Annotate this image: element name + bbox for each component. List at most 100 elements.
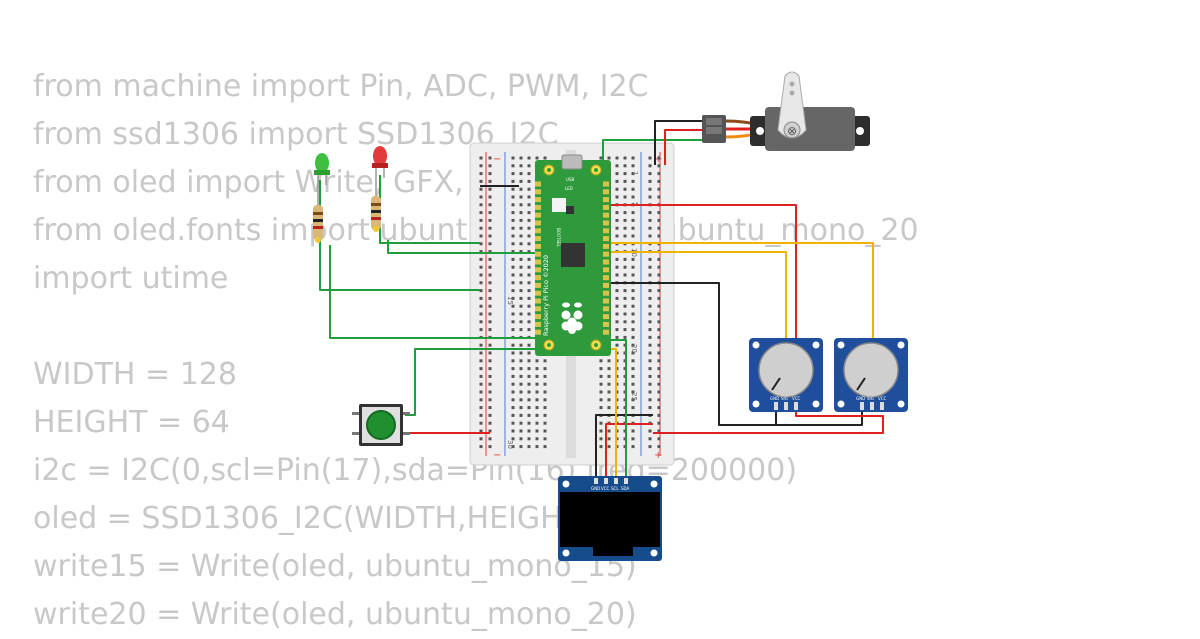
breadboard-hole	[511, 226, 515, 230]
row-label-20: 20	[630, 344, 638, 353]
breadboard-hole	[657, 304, 661, 308]
breadboard-hole	[519, 172, 523, 176]
breadboard-hole	[511, 351, 515, 355]
breadboard-hole	[479, 320, 483, 324]
breadboard-hole	[648, 164, 652, 168]
breadboard-hole	[631, 156, 635, 160]
breadboard-hole	[657, 374, 661, 378]
breadboard-hole	[511, 289, 515, 293]
breadboard-hole	[648, 429, 652, 433]
breadboard-hole	[615, 328, 619, 332]
breadboard-hole	[511, 320, 515, 324]
breadboard-hole	[535, 374, 539, 378]
breadboard-hole	[535, 445, 539, 449]
pot1-pin-sig: SIG	[781, 396, 788, 401]
breadboard-hole	[623, 320, 627, 324]
breadboard-hole	[631, 328, 635, 332]
breadboard-hole	[511, 273, 515, 277]
pico-pin	[603, 243, 609, 249]
breadboard-hole	[623, 156, 627, 160]
breadboard-hole	[519, 179, 523, 183]
breadboard-hole	[631, 195, 635, 199]
breadboard-hole	[488, 437, 492, 441]
potentiometer-1[interactable]: GND SIG VCC	[749, 338, 823, 412]
breadboard-hole	[657, 359, 661, 363]
breadboard-hole	[657, 421, 661, 425]
breadboard-hole	[543, 406, 547, 410]
breadboard-hole	[631, 304, 635, 308]
breadboard-hole	[631, 351, 635, 355]
breadboard-hole	[479, 281, 483, 285]
breadboard-hole	[479, 211, 483, 215]
breadboard-hole	[648, 226, 652, 230]
breadboard-hole	[479, 242, 483, 246]
breadboard-hole	[607, 429, 611, 433]
potentiometer-2[interactable]: GND SIG VCC	[834, 338, 908, 412]
breadboard-hole	[527, 320, 531, 324]
oled-pin-gnd: GND	[591, 486, 600, 491]
green-led	[314, 153, 330, 205]
breadboard-hole	[527, 390, 531, 394]
breadboard-hole	[615, 312, 619, 316]
breadboard-hole	[615, 257, 619, 261]
breadboard-hole	[511, 312, 515, 316]
wire-pot-gnd	[605, 282, 776, 426]
pot1-pin-vcc: VCC	[792, 396, 801, 401]
breadboard-hole	[527, 374, 531, 378]
breadboard-hole	[519, 320, 523, 324]
pico-pin	[603, 298, 609, 304]
pot2-pin-sig: SIG	[867, 396, 874, 401]
pico-pin	[535, 314, 541, 320]
breadboard-hole	[519, 304, 523, 308]
breadboard-hole	[631, 179, 635, 183]
pico-pin	[603, 275, 609, 281]
breadboard-hole	[648, 398, 652, 402]
breadboard-hole	[527, 203, 531, 207]
breadboard-hole	[479, 398, 483, 402]
breadboard-hole	[648, 211, 652, 215]
breadboard-hole	[519, 328, 523, 332]
breadboard-hole	[511, 328, 515, 332]
breadboard-hole	[527, 218, 531, 222]
push-button[interactable]	[352, 404, 410, 446]
breadboard-hole	[511, 250, 515, 254]
breadboard-hole	[631, 445, 635, 449]
pico-pin	[535, 251, 541, 257]
breadboard-hole	[607, 437, 611, 441]
breadboard-hole	[519, 226, 523, 230]
pico-pin	[603, 197, 609, 203]
breadboard-hole	[479, 312, 483, 316]
breadboard-hole	[527, 437, 531, 441]
breadboard-hole	[648, 382, 652, 386]
breadboard-hole	[631, 320, 635, 324]
breadboard-hole	[657, 398, 661, 402]
oled-display: GND VCC SCL SDA	[558, 476, 662, 561]
breadboard-hole	[511, 296, 515, 300]
breadboard-hole	[631, 187, 635, 191]
breadboard-hole	[519, 429, 523, 433]
breadboard-hole	[648, 359, 652, 363]
breadboard-hole	[488, 304, 492, 308]
breadboard-hole	[527, 273, 531, 277]
breadboard-hole	[479, 421, 483, 425]
breadboard-hole	[479, 359, 483, 363]
row-label-25: 25	[630, 392, 638, 401]
breadboard-hole	[488, 374, 492, 378]
breadboard-hole	[519, 195, 523, 199]
breadboard-hole	[631, 335, 635, 339]
breadboard-hole	[631, 218, 635, 222]
breadboard-hole	[631, 437, 635, 441]
breadboard-hole	[511, 265, 515, 269]
breadboard-hole	[519, 413, 523, 417]
breadboard-hole	[623, 172, 627, 176]
breadboard-hole	[479, 328, 483, 332]
breadboard-hole	[519, 156, 523, 160]
breadboard-hole	[623, 179, 627, 183]
breadboard-hole	[488, 195, 492, 199]
breadboard-hole	[511, 195, 515, 199]
svg-text:+: +	[654, 450, 662, 461]
breadboard-hole	[511, 367, 515, 371]
breadboard-hole	[527, 328, 531, 332]
breadboard-hole	[648, 351, 652, 355]
breadboard-hole	[519, 211, 523, 215]
